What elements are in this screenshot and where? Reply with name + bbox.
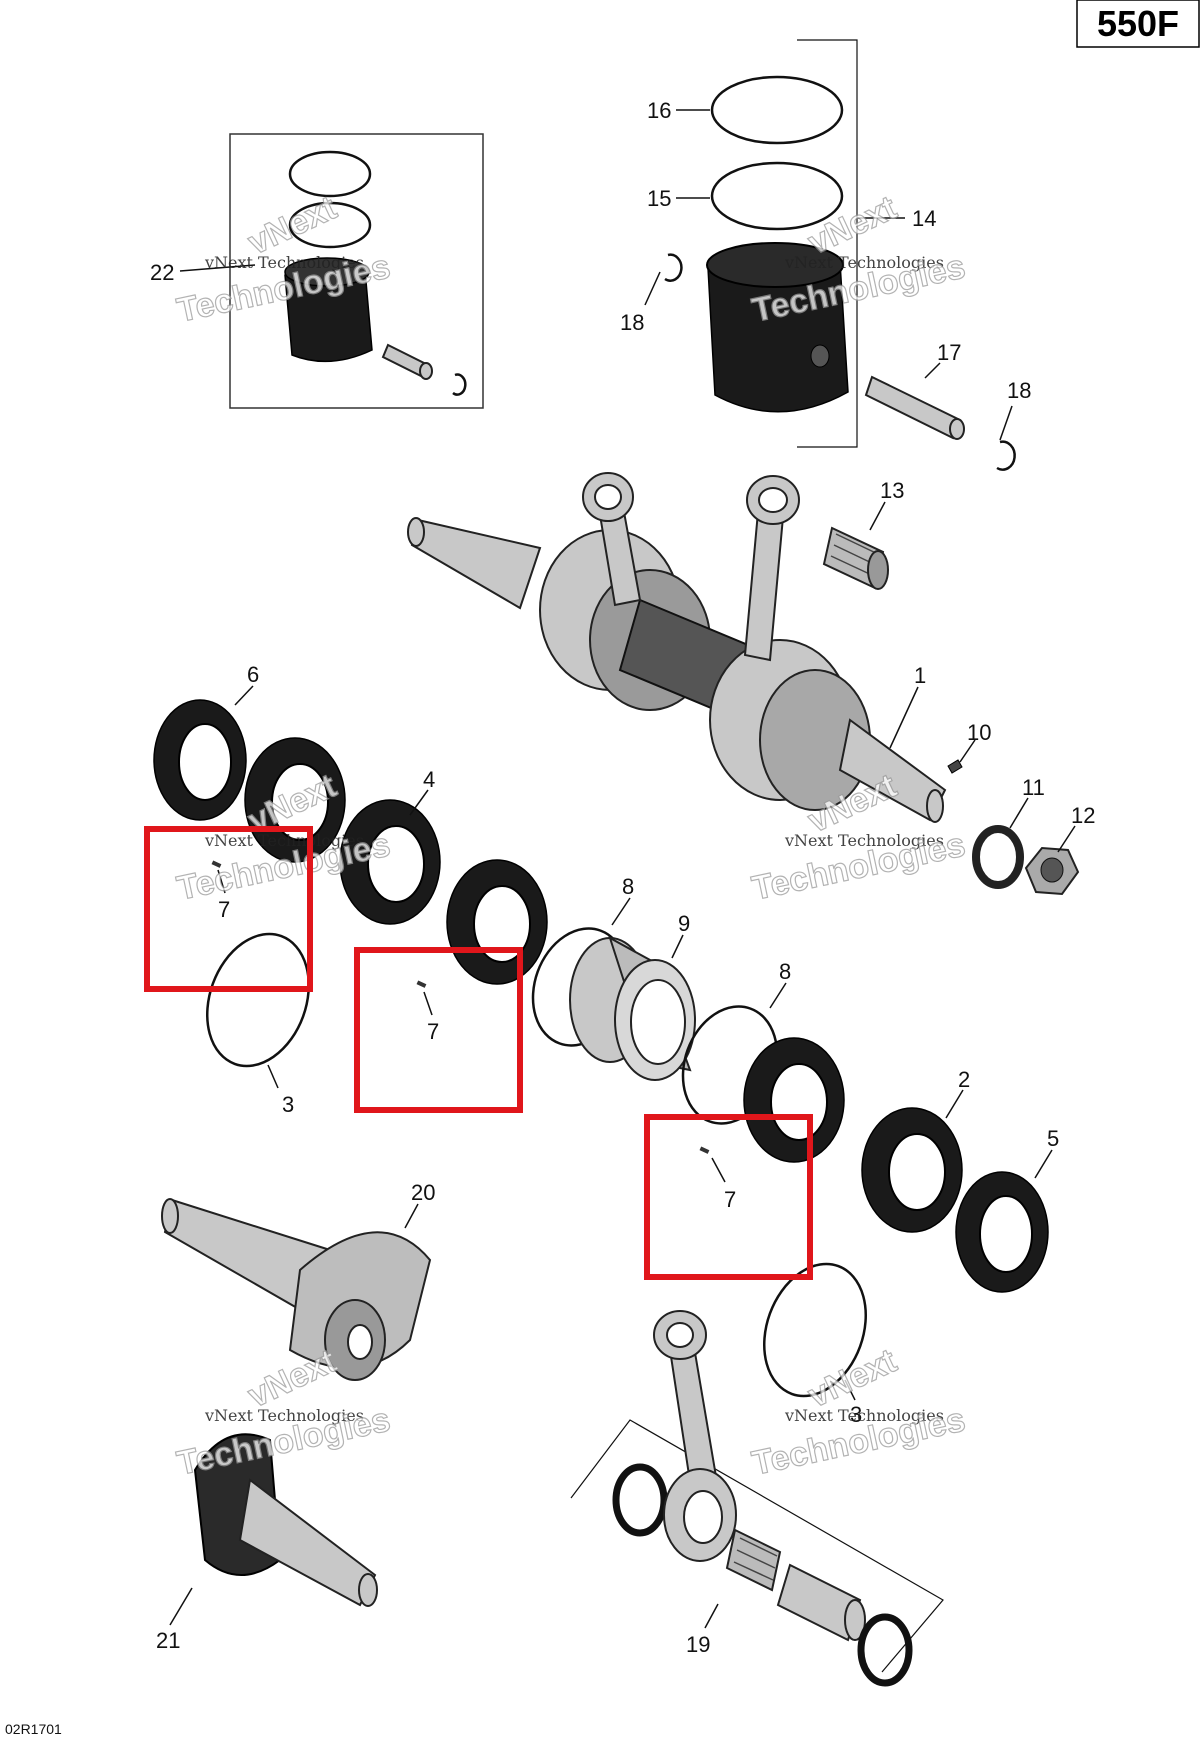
- callout-3a: 3: [282, 1092, 294, 1117]
- model-title-box: 550F: [1076, 0, 1200, 48]
- callout-12: 12: [1071, 803, 1095, 828]
- part-22-piston-kit[interactable]: [229, 133, 484, 409]
- watermark-big-top: vNext: [242, 189, 342, 263]
- callout-4: 4: [423, 767, 435, 792]
- callout-14: 14: [912, 206, 936, 231]
- highlight-box-pin-7-center: [354, 947, 523, 1113]
- callout-8a: 8: [622, 874, 634, 899]
- watermark-6: vNext vNext Technologies Technologies: [748, 1341, 969, 1483]
- callout-10: 10: [967, 720, 991, 745]
- part-4-ball-bearing[interactable]: [339, 799, 441, 925]
- callout-20: 20: [411, 1180, 435, 1205]
- callout-8b: 8: [779, 959, 791, 984]
- callout-17: 17: [937, 340, 961, 365]
- watermark-small: vNext Technologies: [204, 1406, 364, 1425]
- highlight-box-pin-7-right: [644, 1114, 813, 1280]
- callout-13: 13: [880, 478, 904, 503]
- callout-1: 1: [914, 663, 926, 688]
- part-14-piston-assembly[interactable]: [664, 39, 1016, 471]
- callout-2: 2: [958, 1067, 970, 1092]
- watermark-small: vNext Technologies: [784, 831, 944, 850]
- watermark-big-top: vNext: [242, 1342, 342, 1416]
- watermark-small: vNext Technologies: [784, 1406, 944, 1425]
- callout-16: 16: [647, 98, 671, 123]
- callout-7c: 7: [724, 1187, 736, 1212]
- callout-21: 21: [156, 1628, 180, 1653]
- part-oil-seal-center[interactable]: [446, 859, 548, 985]
- part-12-nut[interactable]: [1024, 846, 1080, 896]
- part-21-crankshaft-half[interactable]: [193, 1433, 378, 1607]
- highlight-box-pin-7-left: [144, 826, 313, 992]
- callout-22: 22: [150, 260, 174, 285]
- part-1-crankshaft[interactable]: [407, 472, 947, 823]
- part-13-needle-bearing[interactable]: [822, 526, 889, 590]
- watermark-small: vNext Technologies: [204, 253, 364, 272]
- diagram-code: 02R1701: [5, 1721, 62, 1737]
- callout-6: 6: [247, 662, 259, 687]
- callout-7a: 7: [218, 897, 230, 922]
- watermark-small: vNext Technologies: [784, 253, 944, 272]
- part-3-o-ring-left[interactable]: [190, 920, 327, 1081]
- callout-5: 5: [1047, 1126, 1059, 1151]
- part-9-center-bearing-sleeve[interactable]: [569, 935, 696, 1081]
- part-19-connecting-rod-kit[interactable]: [570, 1310, 944, 1687]
- part-11-washer[interactable]: [972, 825, 1024, 889]
- part-oil-seal-right[interactable]: [743, 1037, 845, 1163]
- callout-11: 11: [1022, 775, 1045, 800]
- model-title: 550F: [1097, 3, 1179, 44]
- callout-15: 15: [647, 186, 671, 211]
- callout-7b: 7: [427, 1019, 439, 1044]
- part-10-woodruff-key[interactable]: [947, 759, 963, 774]
- watermark-small: vNext Technologies: [204, 831, 364, 850]
- callout-9: 9: [678, 911, 690, 936]
- part-20-crankshaft-half[interactable]: [161, 1198, 432, 1381]
- callout-18b: 18: [1007, 378, 1031, 403]
- part-5-oil-seal-right[interactable]: [955, 1171, 1049, 1293]
- callout-19: 19: [686, 1632, 710, 1657]
- callout-18a: 18: [620, 310, 644, 335]
- part-6-oil-seal[interactable]: [153, 699, 247, 821]
- part-2-ball-bearing[interactable]: [861, 1107, 963, 1233]
- watermark-big-top: vNext: [802, 189, 902, 263]
- callout-3b: 3: [850, 1402, 862, 1427]
- part-3-o-ring-right[interactable]: [747, 1250, 884, 1411]
